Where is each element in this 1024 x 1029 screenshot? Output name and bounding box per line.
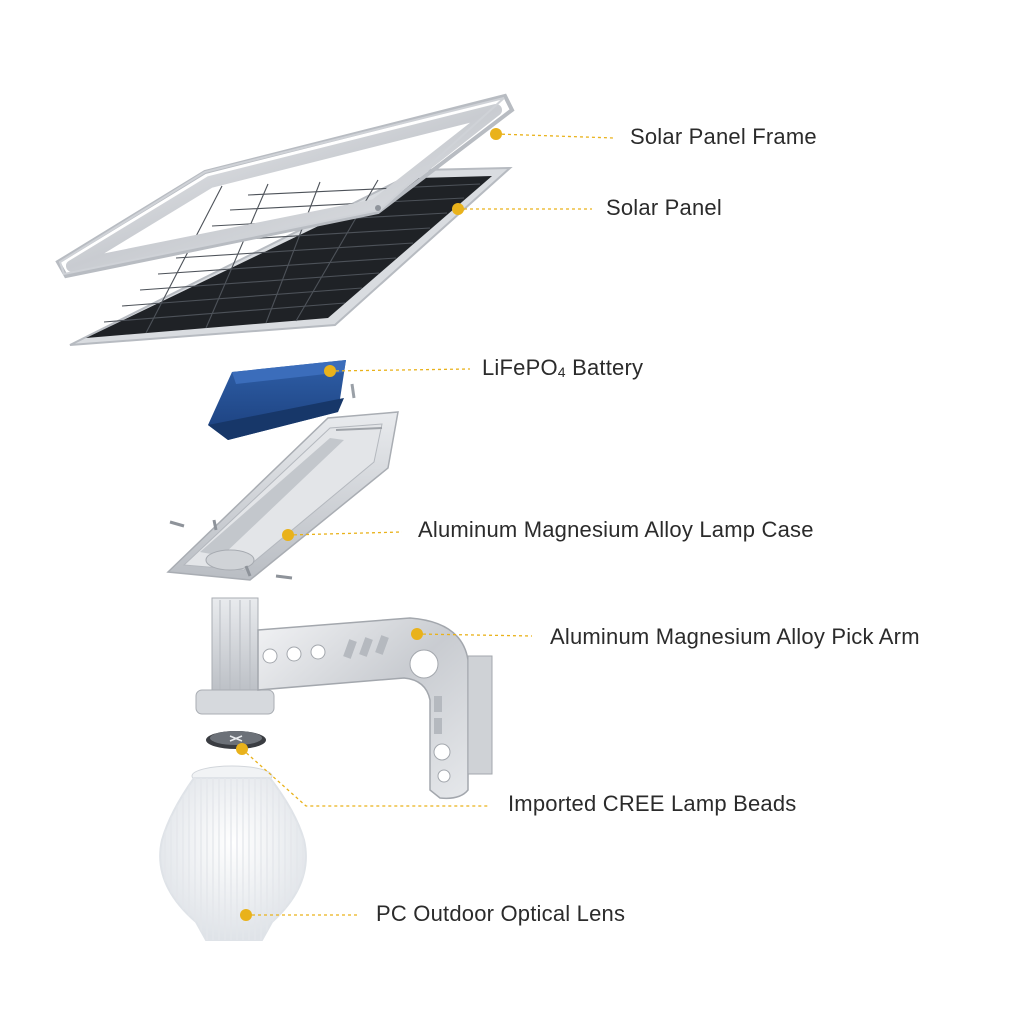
battery-screw [352, 384, 354, 398]
lamp-case-graphic [168, 412, 398, 580]
label-lamp-case: Aluminum Magnesium Alloy Lamp Case [418, 517, 814, 543]
callout-solar-panel-frame [490, 128, 614, 140]
label-solar-panel: Solar Panel [606, 195, 722, 221]
callout-solar-panel [452, 203, 592, 215]
callout-battery [324, 365, 470, 377]
label-solar-panel-frame: Solar Panel Frame [630, 124, 817, 150]
label-battery-subscript: 4 [558, 364, 566, 380]
optical-lens-graphic [160, 766, 306, 940]
lamp-beads-graphic [206, 731, 266, 749]
label-battery: LiFePO4 Battery [482, 355, 643, 381]
label-battery-tail: Battery [566, 355, 643, 380]
label-pick-arm: Aluminum Magnesium Alloy Pick Arm [550, 624, 920, 650]
label-optical-lens: PC Outdoor Optical Lens [376, 901, 625, 927]
label-lamp-beads: Imported CREE Lamp Beads [508, 791, 797, 817]
label-battery-main: LiFePO [482, 355, 558, 380]
